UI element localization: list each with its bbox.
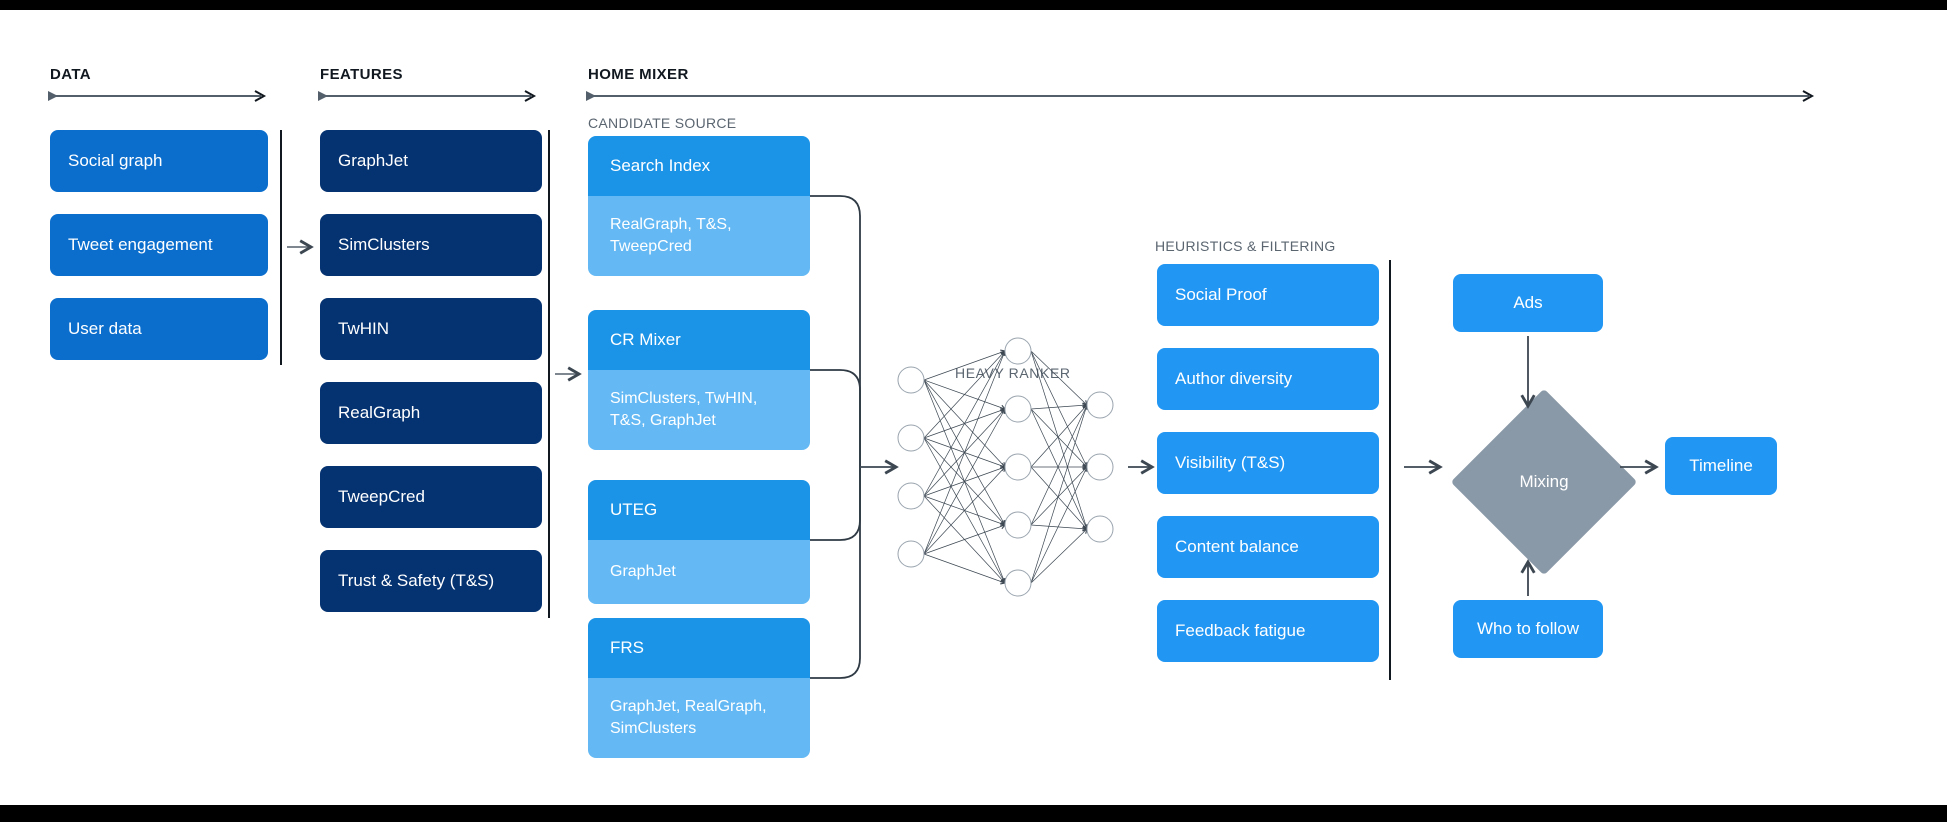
heuristic-box-label: Feedback fatigue [1175,621,1306,641]
subsection-title-heuristics: HEURISTICS & FILTERING [1155,238,1336,254]
output-box-label: Ads [1513,293,1543,313]
heuristic-box-social-proof[interactable]: Social Proof [1157,264,1379,326]
feature-box-label: Trust & Safety (T&S) [338,571,495,591]
divider-features-homemixer [548,130,550,618]
candidate-source-name: UTEG [588,480,810,540]
feature-box-tweepcred[interactable]: TweepCred [320,466,542,528]
data-box-tweet-engagement[interactable]: Tweet engagement [50,214,268,276]
candidate-source-features: SimClusters, TwHIN, T&S, GraphJet [588,370,810,450]
data-box-label: Tweet engagement [68,235,213,255]
data-box-label: Social graph [68,151,163,171]
output-box-label: Timeline [1689,456,1753,476]
candidate-source-cr-mixer[interactable]: CR Mixer SimClusters, TwHIN, T&S, GraphJ… [588,310,810,450]
candidate-source-name: FRS [588,618,810,678]
candidate-source-search-index[interactable]: Search Index RealGraph, T&S, TweepCred [588,136,810,276]
heuristic-box-label: Author diversity [1175,369,1293,389]
feature-box-graphjet[interactable]: GraphJet [320,130,542,192]
candidate-source-name: CR Mixer [588,310,810,370]
feature-box-label: TweepCred [338,487,425,507]
section-title-data: DATA [50,66,92,83]
candidate-source-name: Search Index [588,136,810,196]
feature-box-label: GraphJet [338,151,408,171]
data-box-label: User data [68,319,142,339]
candidate-source-features: GraphJet, RealGraph, SimClusters [588,678,810,758]
heuristic-box-label: Visibility (T&S) [1175,453,1286,473]
candidate-source-frs[interactable]: FRS GraphJet, RealGraph, SimClusters [588,618,810,758]
heuristic-box-author-diversity[interactable]: Author diversity [1157,348,1379,410]
heuristic-box-content-balance[interactable]: Content balance [1157,516,1379,578]
section-arrow-data [48,89,273,103]
candidate-source-bracket [810,195,861,679]
section-arrow-features [318,89,543,103]
candidate-source-features: GraphJet [588,540,810,604]
mixing-label: Mixing [1519,472,1569,491]
feature-box-label: SimClusters [338,235,430,255]
subsection-title-candidate-source: CANDIDATE SOURCE [588,115,737,131]
divider-data-features [280,130,282,365]
heuristic-box-label: Social Proof [1175,285,1267,305]
output-box-ads[interactable]: Ads [1453,274,1603,332]
candidate-source-uteg[interactable]: UTEG GraphJet [588,480,810,604]
subsection-title-heavy-ranker: HEAVY RANKER [955,365,1071,381]
data-box-user-data[interactable]: User data [50,298,268,360]
feature-box-realgraph[interactable]: RealGraph [320,382,542,444]
heuristic-box-label: Content balance [1175,537,1299,557]
feature-box-label: TwHIN [338,319,389,339]
output-box-label: Who to follow [1476,619,1580,639]
divider-heuristics-mixing [1389,260,1391,680]
feature-box-trust-safety[interactable]: Trust & Safety (T&S) [320,550,542,612]
heuristic-box-visibility[interactable]: Visibility (T&S) [1157,432,1379,494]
diagram-canvas: DATA FEATURES HOME MIXER CANDIDATE SOURC… [0,10,1947,805]
section-title-home-mixer: HOME MIXER [588,66,689,83]
section-arrow-home-mixer [586,89,1821,103]
data-box-social-graph[interactable]: Social graph [50,130,268,192]
feature-box-simclusters[interactable]: SimClusters [320,214,542,276]
output-box-who-to-follow[interactable]: Who to follow [1453,600,1603,658]
connectors-layer [287,195,1659,679]
feature-box-twhin[interactable]: TwHIN [320,298,542,360]
candidate-source-features: RealGraph, T&S, TweepCred [588,196,810,276]
section-title-features: FEATURES [320,66,403,83]
output-box-timeline[interactable]: Timeline [1665,437,1777,495]
heuristic-box-feedback-fatigue[interactable]: Feedback fatigue [1157,600,1379,662]
feature-box-label: RealGraph [338,403,421,423]
